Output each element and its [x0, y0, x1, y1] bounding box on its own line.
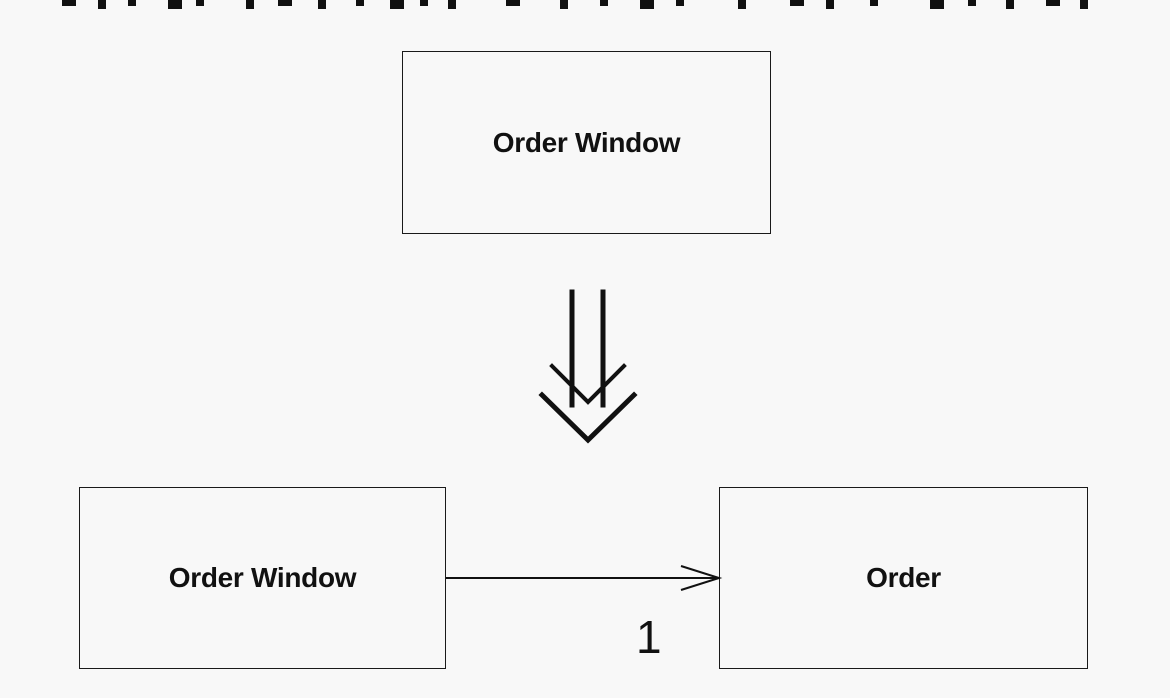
cropped-glyph-fragment: [278, 0, 292, 6]
order-window-label-top: Order Window: [492, 126, 681, 158]
cropped-glyph-fragment: [1046, 0, 1060, 6]
cropped-glyph-fragment: [128, 0, 136, 6]
cropped-glyph-fragment: [676, 0, 684, 6]
cropped-glyph-fragment: [390, 0, 404, 9]
cropped-glyph-fragment: [448, 0, 456, 9]
cropped-glyph-fragment: [246, 0, 254, 9]
cropped-glyph-fragment: [738, 0, 746, 9]
cropped-glyph-fragment: [560, 0, 568, 9]
cropped-glyph-fragment: [168, 0, 182, 9]
arrow-head-inner: [549, 363, 627, 405]
order-label: Order: [866, 562, 941, 593]
cropped-glyph-fragment: [1080, 0, 1088, 9]
cropped-glyph-fragment: [600, 0, 608, 6]
order-window-label-bottom: Order Window: [168, 562, 357, 593]
cropped-glyph-fragment: [318, 0, 326, 9]
cropped-glyph-fragment: [790, 0, 804, 6]
multiplicity-label: 1: [636, 611, 662, 663]
cropped-glyph-fragment: [870, 0, 878, 6]
association-arrow: [446, 565, 723, 591]
order-class-box: Order: [719, 487, 1088, 669]
cropped-glyph-fragment: [640, 0, 654, 9]
cropped-glyph-fragment: [826, 0, 834, 9]
order-window-class-box-bottom: Order Window: [79, 487, 446, 669]
cropped-glyph-fragment: [98, 0, 106, 9]
order-window-class-box-top: Order Window: [402, 51, 771, 234]
arrow-head-outer: [538, 391, 638, 444]
cropped-glyph-fragment: [196, 0, 204, 6]
cropped-glyph-fragment: [1006, 0, 1014, 9]
cropped-glyph-fragment: [420, 0, 428, 6]
cropped-text-fragments: [62, 0, 1088, 9]
transformation-down-arrow: [538, 289, 638, 444]
cropped-glyph-fragment: [62, 0, 76, 6]
cropped-glyph-fragment: [356, 0, 364, 6]
association-arrowhead: [680, 565, 723, 591]
cropped-glyph-fragment: [968, 0, 976, 6]
cropped-glyph-fragment: [506, 0, 520, 6]
cropped-glyph-fragment: [930, 0, 944, 9]
